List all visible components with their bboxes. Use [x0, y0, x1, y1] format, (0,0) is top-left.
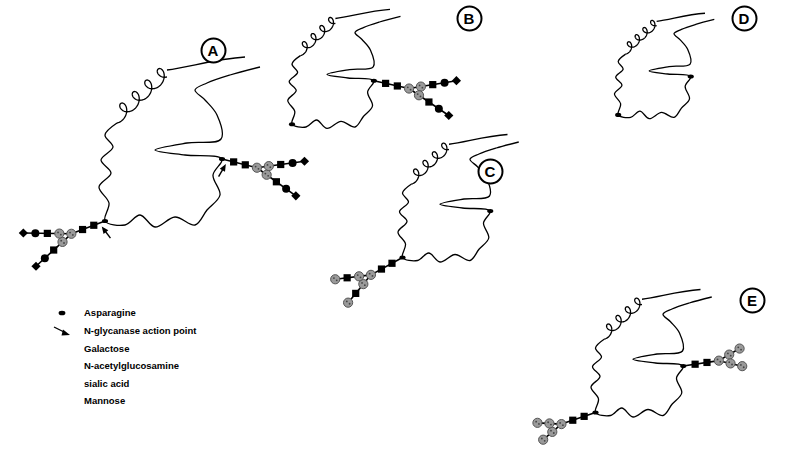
legend-label: sialic acid: [84, 378, 129, 390]
glycoprotein: [614, 13, 714, 118]
glycoprotein: [288, 9, 461, 128]
glycan-chain: [374, 76, 461, 120]
glycan-chain: [331, 258, 403, 308]
panel-letter: C: [485, 163, 496, 180]
legend-label: N-glycanase action point: [84, 325, 196, 337]
panel-letter-circle: B: [456, 5, 483, 32]
panel-letter: A: [208, 42, 219, 59]
panel-letter: B: [464, 10, 475, 27]
legend-swatch: [50, 359, 74, 373]
glycan-chain: [219, 157, 309, 201]
panel-letter-circle: A: [200, 37, 227, 64]
panel-letter-circle: E: [739, 287, 766, 314]
legend-swatch: [50, 342, 74, 356]
legend-label: Galactose: [84, 343, 129, 355]
legend-swatch: [50, 377, 74, 391]
legend-label: Asparagine: [84, 307, 136, 319]
glycoprotein: [533, 290, 747, 445]
glycan-chain: [19, 221, 111, 271]
legend-label: Mannose: [84, 395, 125, 407]
legend-swatch: [50, 394, 74, 408]
glycan-chain: [533, 413, 596, 445]
legend-swatch: [50, 324, 74, 338]
glycoprotein: [19, 57, 309, 271]
glycoprotein: [331, 135, 519, 308]
panel-letter-circle: D: [731, 5, 758, 32]
panel-letter: E: [747, 292, 757, 309]
legend-label: N-acetylglucosamine: [84, 360, 179, 372]
panel-letter-circle: C: [477, 158, 504, 185]
glycan-chain: [683, 344, 747, 371]
legend-swatch: [50, 306, 74, 320]
panel-letter: D: [739, 10, 750, 27]
